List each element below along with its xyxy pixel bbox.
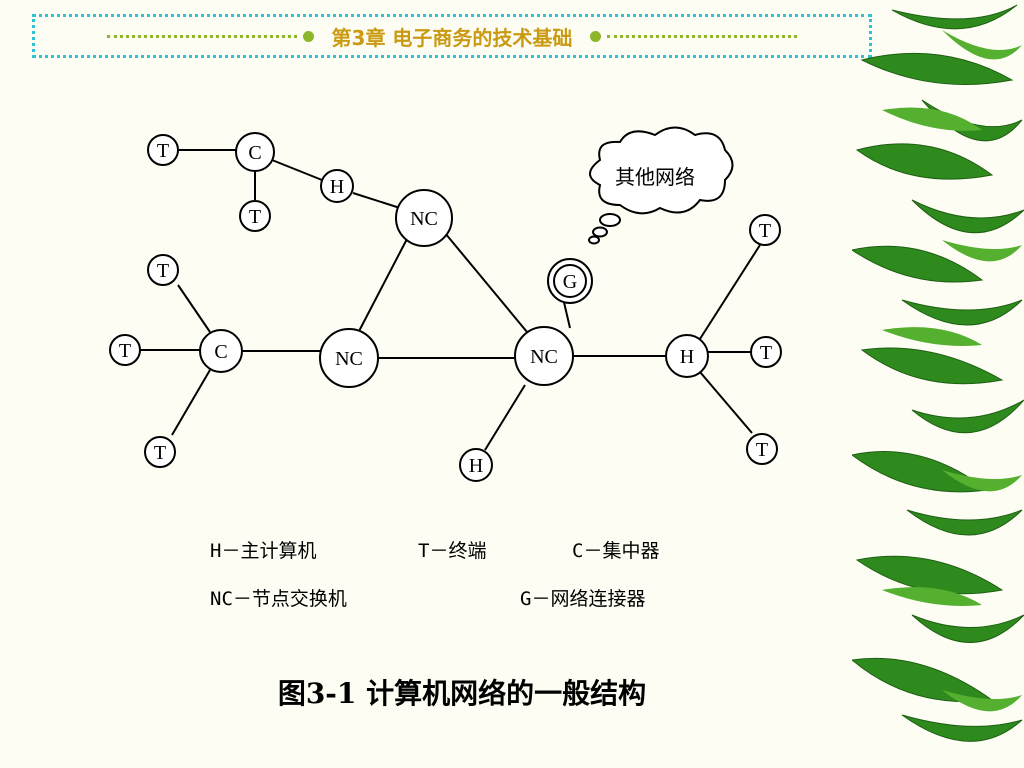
node-t3 (147, 254, 179, 286)
node-t2-label: T (249, 206, 261, 228)
node-t1 (147, 134, 179, 166)
node-h3-label: H (680, 346, 694, 368)
node-t5 (144, 436, 176, 468)
link-h1-nctop (352, 192, 401, 209)
node-nc-top-label: NC (410, 208, 438, 230)
network-diagram: 其他网络 T C T H NC G T T C T NC NC H H (109, 126, 782, 482)
node-h2 (459, 448, 493, 482)
node-t2 (239, 200, 271, 232)
node-g-label: G (563, 271, 577, 293)
link-nctop-ncleft (356, 236, 409, 336)
link-h3-t6 (697, 244, 761, 343)
node-nc-left-label: NC (335, 348, 363, 370)
legend-g: G－网络连接器 (520, 588, 646, 610)
bamboo-leaves-decoration (852, 4, 1024, 742)
node-h2-label: H (469, 455, 483, 477)
node-c1-label: C (248, 142, 261, 164)
node-t8-label: T (756, 439, 768, 461)
node-t3-label: T (157, 260, 169, 282)
legend-t: T－终端 (418, 540, 487, 562)
link-nctop-ncright (444, 232, 533, 339)
node-nc-right-label: NC (530, 346, 558, 368)
header-dot-right (590, 30, 602, 42)
node-t7 (750, 336, 782, 368)
node-t4-label: T (119, 340, 131, 362)
link-c2-t5 (171, 369, 211, 436)
header-frame: 第3章 电子商务的技术基础 (32, 14, 872, 58)
link-ncright-h2 (484, 384, 526, 451)
network-links (138, 149, 761, 451)
node-nc-top (395, 189, 453, 247)
chapter-title: 第3章 电子商务的技术基础 (331, 25, 573, 50)
link-h3-t8 (699, 371, 753, 434)
figure-caption: 图3-1 计算机网络的一般结构 (277, 677, 647, 710)
node-h3 (665, 334, 709, 378)
link-t3-c2 (177, 284, 211, 333)
node-c2-label: C (214, 341, 227, 363)
node-c1 (235, 132, 275, 172)
node-h1 (320, 169, 354, 203)
header-dotted-line-right (607, 34, 798, 38)
cloud-label: 其他网络 (615, 165, 695, 189)
link-c1-h1 (271, 159, 323, 181)
node-h1-label: H (330, 176, 344, 198)
node-t1-label: T (157, 140, 169, 162)
node-nc-right (514, 326, 574, 386)
node-nc-left (319, 328, 379, 388)
node-c2 (199, 329, 243, 373)
other-network-cloud: 其他网络 (588, 126, 734, 245)
legend-nc: NC－节点交换机 (210, 588, 347, 610)
header-dotted-line-left (106, 34, 297, 38)
node-t6 (749, 214, 781, 246)
legend-h: H－主计算机 (210, 540, 317, 562)
node-t5-label: T (154, 442, 166, 464)
header-bar: 第3章 电子商务的技术基础 (35, 17, 869, 55)
node-t7-label: T (760, 342, 772, 364)
legend: H－主计算机 T－终端 C－集中器 NC－节点交换机 G－网络连接器 (210, 530, 730, 620)
node-g (547, 258, 593, 304)
node-t6-label: T (759, 220, 771, 242)
node-t8 (746, 433, 778, 465)
header-dot-left (302, 30, 314, 42)
legend-c: C－集中器 (572, 540, 660, 562)
node-t4 (109, 334, 141, 366)
